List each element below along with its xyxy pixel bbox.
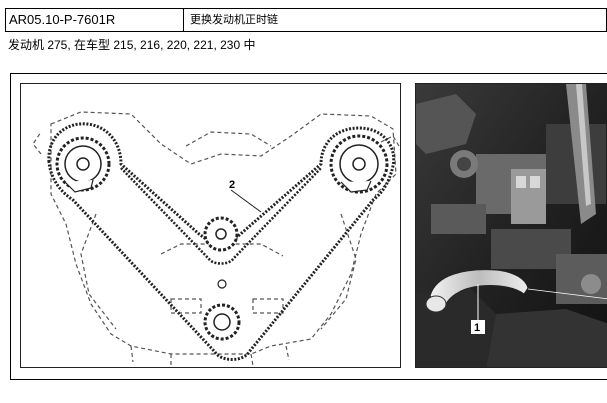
left-camshaft-sprocket	[55, 136, 111, 193]
engine-applicability-line: 发动机 275, 在车型 215, 216, 220, 221, 230 中	[8, 38, 256, 52]
crankshaft-sprocket	[203, 279, 241, 341]
timing-chain-drawing: 2	[32, 111, 400, 367]
coolant-hose	[429, 269, 529, 312]
engine-bay-photo: 1	[415, 83, 607, 368]
right-camshaft-sprocket	[329, 134, 389, 194]
intermediate-sprocket	[203, 216, 239, 252]
timing-chain	[47, 122, 396, 361]
callout-1-box	[471, 320, 485, 334]
document-header-table: AR05.10-P-7601R 更换发动机正时链	[5, 8, 607, 32]
figure-frame: 2	[10, 73, 607, 380]
engine-bay-photo-drawing: 1	[416, 84, 607, 367]
callout-2-leader	[230, 189, 262, 213]
callout-2-label: 2	[229, 179, 235, 191]
engine-outline	[32, 111, 400, 367]
document-title: 更换发动机正时链	[190, 14, 278, 26]
document-code: AR05.10-P-7601R	[6, 9, 184, 31]
callout-1-label: 1	[474, 322, 480, 334]
timing-chain-diagram: 2	[20, 83, 401, 368]
